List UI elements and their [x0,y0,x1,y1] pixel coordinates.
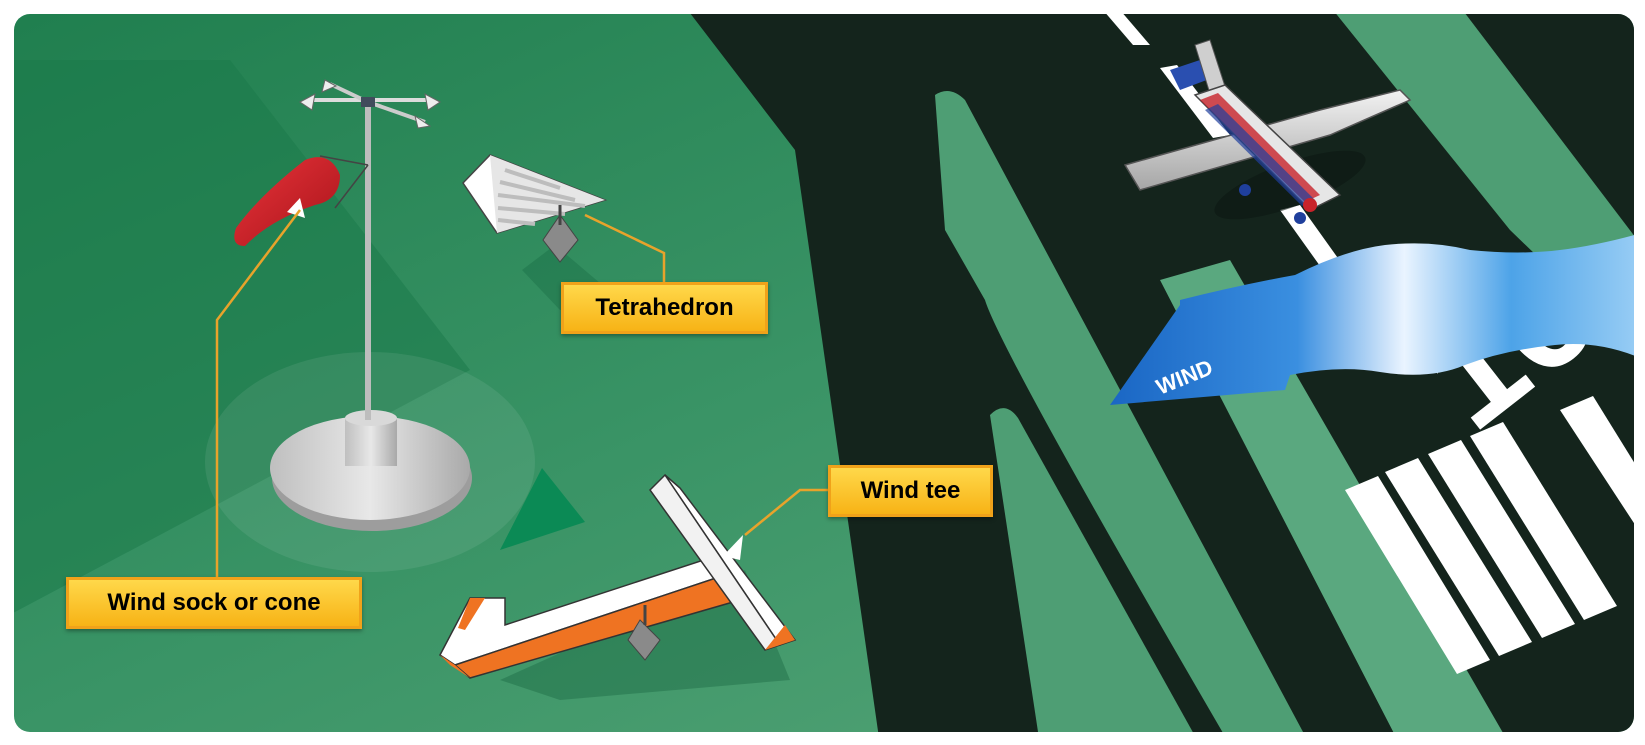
threshold-bar [1470,422,1617,620]
wind-sock-label: Wind sock or cone [66,577,362,629]
tetrahedron-leader-line [584,213,666,283]
wind-tee-icon [439,473,797,700]
wind-arrow-icon: WIND [1110,232,1634,405]
wind-sock-leader-line [215,209,301,578]
wind-tee-label: Wind tee [828,465,993,517]
tetrahedron-label: Tetrahedron [561,282,768,334]
airplane-icon [1123,39,1412,224]
centerline-dash [1103,14,1150,45]
wind-sock-icon [205,79,535,572]
threshold-bar [1385,458,1532,656]
grass-island-1 [935,91,1310,732]
wind-tee-leader-line [744,488,830,536]
threshold-bar [1428,440,1575,638]
grass-island-2 [990,408,1200,732]
green-triangle-marker [500,468,585,550]
threshold-bar [1560,396,1634,540]
grass-shadow-shape [14,60,470,620]
threshold-bar [1345,476,1490,674]
